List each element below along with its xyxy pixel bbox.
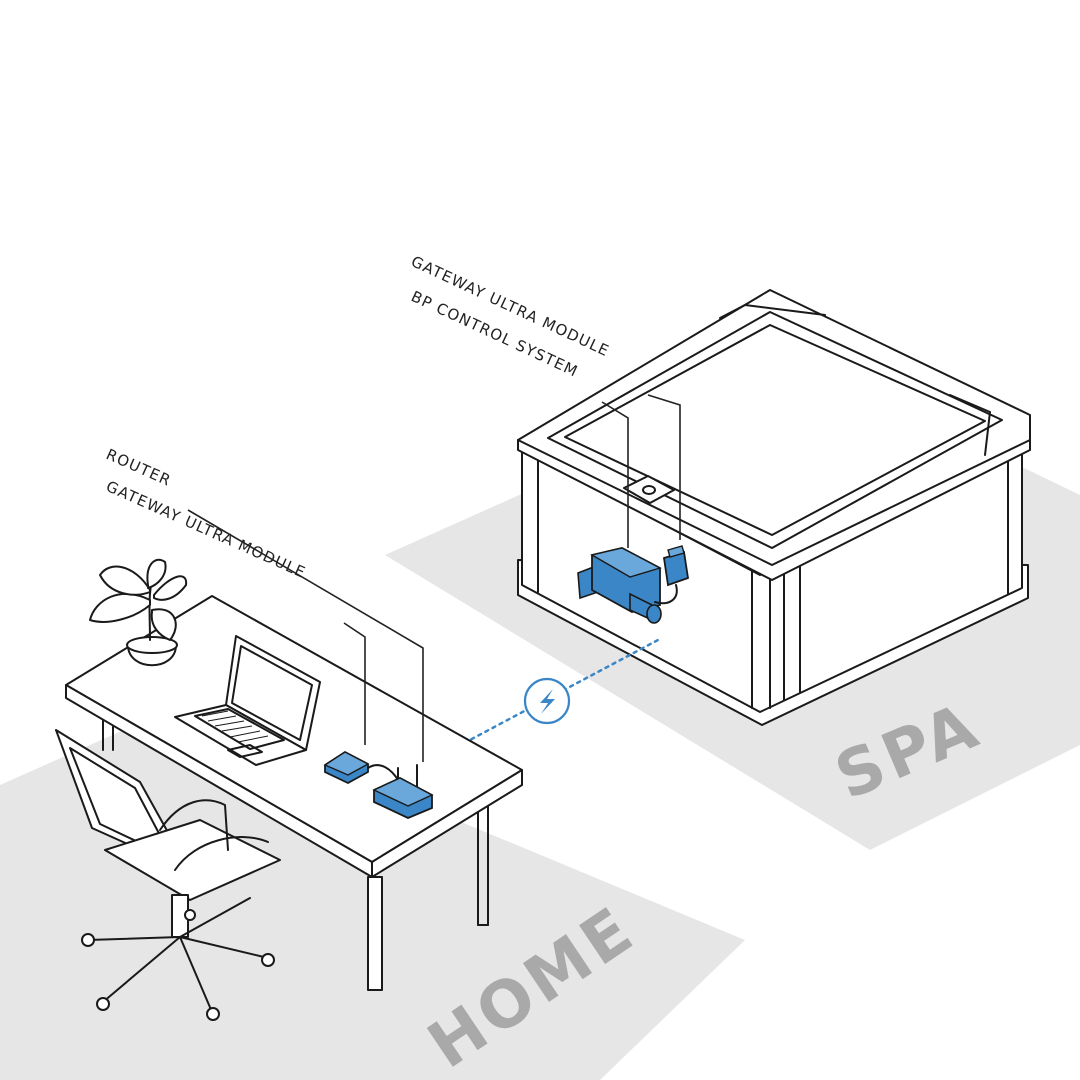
potted-plant [89,558,188,667]
wireless-link-dotted-line [434,638,660,760]
router-device [372,764,434,819]
laptop [174,635,321,766]
spa-gateway-ultra-module-device [654,545,690,605]
office-chair [55,729,281,1021]
home-gateway-leader-line [343,622,366,745]
home-gateway-module-label: GATEWAY ULTRA MODULE [103,477,308,582]
bp-control-system-device [577,547,662,624]
spa-gateway-leader-line [647,394,681,540]
spa-control-leader-line [601,401,629,548]
home-gateway-ultra-module-device [323,750,399,785]
wireless-link-icon [523,677,571,725]
spa-tub [517,289,1031,726]
router-leader-line [187,509,424,762]
